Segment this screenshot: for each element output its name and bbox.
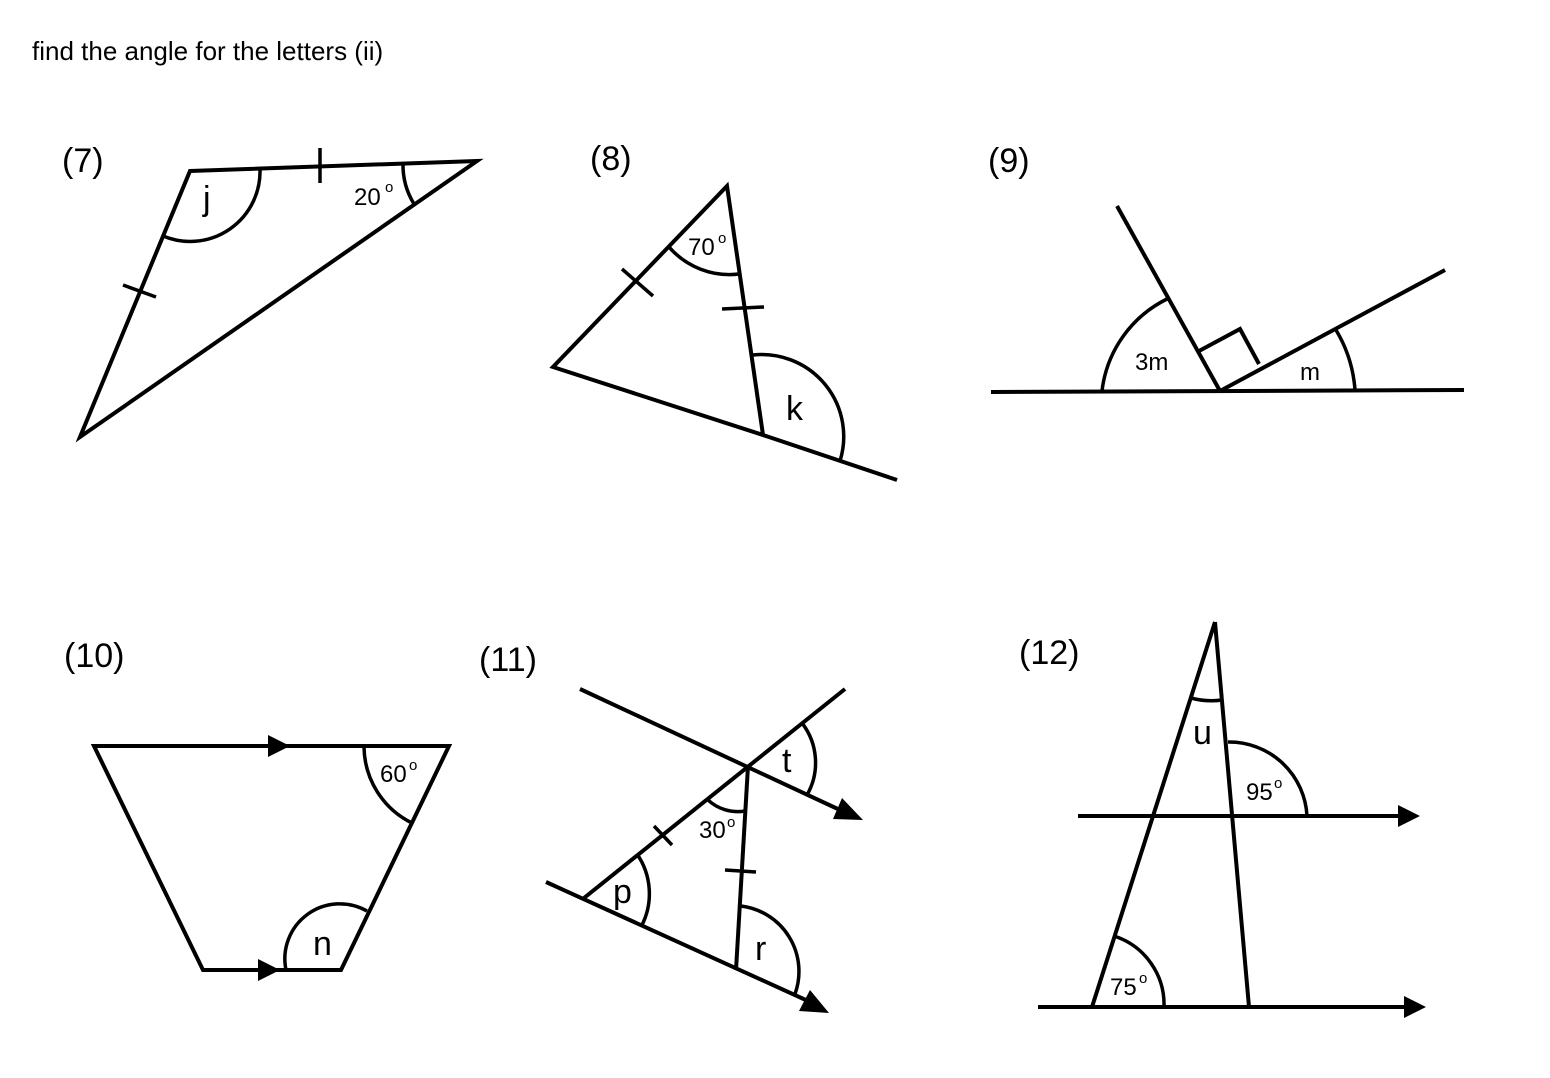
problem-11-number: (11) bbox=[479, 641, 537, 679]
problem-12-left-transversal bbox=[1090, 621, 1217, 1008]
problem-9-right-angle-marker bbox=[1198, 326, 1261, 365]
problem-7-angle-20-arc bbox=[401, 162, 416, 205]
problem-12-angle-75-degree: o bbox=[1139, 970, 1147, 987]
problem-9-left-ray bbox=[1115, 205, 1222, 392]
problem-10-number: (10) bbox=[64, 637, 124, 675]
problem-10: (10) 60 o n bbox=[64, 637, 453, 981]
problem-8: (8) 70 o k bbox=[549, 140, 898, 482]
problem-10-angle-60-arc bbox=[362, 746, 413, 825]
problem-9-base-line bbox=[990, 388, 1465, 394]
problem-7-angle-j-arc bbox=[162, 168, 262, 244]
problem-11-lower-arrowhead bbox=[799, 990, 829, 1013]
problem-11-equal-side-tick-right bbox=[724, 868, 757, 874]
problem-11-transversal-line bbox=[734, 765, 750, 971]
problem-12: (12) u 95 o 75 o bbox=[1019, 621, 1426, 1018]
problem-11-lower-arrow-line bbox=[545, 880, 809, 1003]
problem-9-right-ray bbox=[1219, 268, 1446, 393]
problem-9-label-3m: 3m bbox=[1135, 349, 1168, 376]
problem-7-triangle bbox=[75, 158, 484, 443]
problem-11-letter-r: r bbox=[755, 930, 766, 968]
problem-9-label-m: m bbox=[1300, 359, 1320, 386]
problem-11-degree-symbol: o bbox=[727, 814, 735, 831]
problem-11-angle-r-arc bbox=[740, 904, 801, 995]
problem-8-degree-symbol: o bbox=[718, 230, 726, 247]
problem-10-parallel-arrow-bottom bbox=[258, 959, 280, 981]
problem-12-lower-arrowhead bbox=[1404, 996, 1426, 1018]
problem-12-angle-75-value: 75 bbox=[1110, 974, 1137, 1001]
problem-8-equal-side-tick-left bbox=[620, 267, 655, 298]
problem-12-upper-arrowhead bbox=[1398, 805, 1420, 827]
problem-8-angle-k-arc bbox=[752, 352, 846, 462]
problem-11-angle-t-arc bbox=[800, 721, 818, 796]
problem-11-angle-p-arc bbox=[635, 853, 652, 926]
problem-9-number: (9) bbox=[988, 142, 1030, 180]
problem-11-angle-30-arc bbox=[706, 798, 746, 814]
problem-10-angle-value: 60 bbox=[380, 761, 407, 788]
problem-7-angle-value: 20 bbox=[354, 184, 381, 211]
problem-11: (11) 30 o t p r bbox=[479, 641, 863, 1013]
problem-11-upper-arrowhead bbox=[833, 798, 863, 820]
problem-8-angle-value: 70 bbox=[688, 234, 715, 261]
problem-10-trapezium bbox=[90, 744, 453, 972]
problem-12-angle-95-arc bbox=[1227, 740, 1309, 817]
problem-12-angle-95-degree: o bbox=[1274, 775, 1282, 792]
problem-9-angle-3m-arc bbox=[1100, 297, 1168, 392]
problem-12-angle-u-arc bbox=[1190, 696, 1223, 703]
problem-7-equal-side-tick-left bbox=[122, 283, 157, 299]
problem-7-degree-symbol: o bbox=[385, 179, 393, 196]
problem-12-number: (12) bbox=[1019, 634, 1079, 672]
problem-11-letter-p: p bbox=[613, 873, 632, 911]
problem-10-degree-symbol: o bbox=[409, 757, 417, 774]
problem-11-angle-value: 30 bbox=[699, 817, 726, 844]
problem-11-letter-t: t bbox=[782, 742, 792, 780]
problem-7: (7) j 20 o bbox=[62, 142, 484, 443]
problem-10-angle-n-arc bbox=[283, 902, 368, 971]
problem-10-parallel-arrow-top bbox=[268, 735, 290, 757]
problem-8-triangle bbox=[549, 181, 766, 438]
problem-9: (9) 3m m bbox=[988, 142, 1465, 394]
problem-7-number: (7) bbox=[62, 142, 104, 180]
problem-11-equal-side-tick-left bbox=[652, 824, 674, 847]
problem-12-angle-95-value: 95 bbox=[1246, 779, 1273, 806]
page-title: find the angle for the letters (ii) bbox=[32, 36, 384, 66]
problem-8-equal-side-tick-right bbox=[721, 305, 765, 311]
problem-12-angle-75-arc bbox=[1113, 934, 1166, 1008]
problem-11-upper-arrow-line bbox=[579, 687, 841, 812]
problem-8-number: (8) bbox=[590, 140, 632, 178]
problem-10-letter-n: n bbox=[313, 925, 332, 963]
problem-7-letter-j: j bbox=[202, 180, 211, 218]
problem-8-extended-base bbox=[762, 433, 898, 482]
problem-8-angle-70-arc bbox=[667, 245, 740, 277]
problem-12-letter-u: u bbox=[1193, 714, 1212, 752]
problem-12-right-transversal bbox=[1213, 621, 1251, 1008]
problem-8-letter-k: k bbox=[786, 390, 804, 428]
problem-9-angle-m-arc bbox=[1334, 329, 1357, 391]
